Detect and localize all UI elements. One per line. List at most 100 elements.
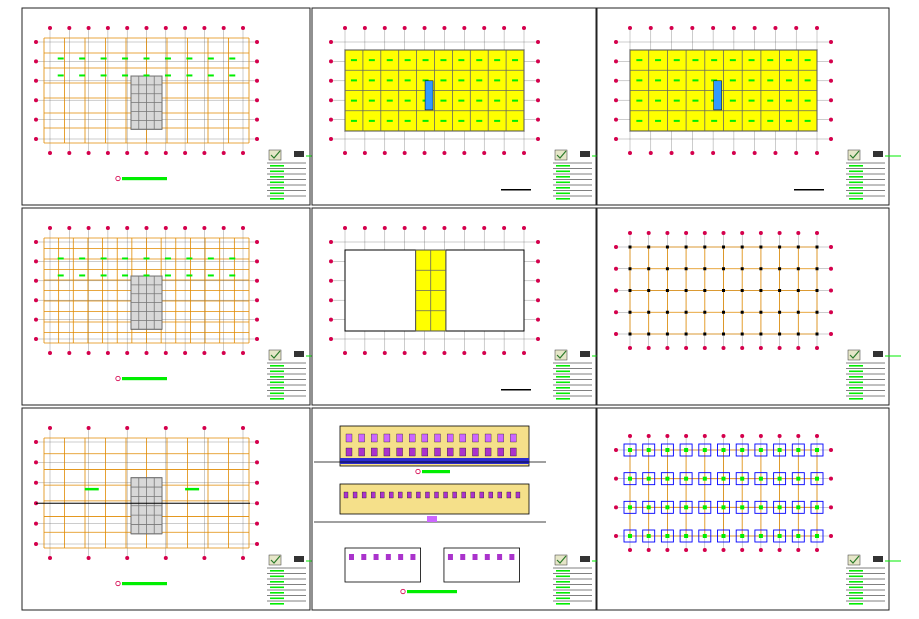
grid-bubble-icon <box>711 26 716 30</box>
grid-bubble-icon <box>255 298 259 303</box>
grid-bubble-icon <box>815 231 819 235</box>
footing-outline <box>642 529 656 543</box>
grid-bubble-icon <box>163 151 168 155</box>
column-pad <box>777 534 782 538</box>
facade-window <box>410 554 416 560</box>
footing-outline <box>660 472 674 486</box>
column-mark <box>740 310 744 314</box>
grid-bubble-icon <box>48 226 52 230</box>
facade-window <box>472 433 479 443</box>
facade-window <box>352 491 358 499</box>
footing-outline <box>623 443 637 457</box>
grid-bubble-icon <box>329 117 333 122</box>
grid-bubble-icon <box>255 480 259 485</box>
column-pad <box>665 505 670 510</box>
column-pad <box>758 505 763 510</box>
grid-bubble-icon <box>796 231 801 235</box>
room-label <box>404 79 411 82</box>
grid-bubble-icon <box>829 534 833 538</box>
sheet-frame <box>21 207 311 406</box>
grid-bubble-icon <box>221 151 226 155</box>
facade-window <box>361 554 367 560</box>
grid-bubble-icon <box>34 337 38 341</box>
room-label <box>143 257 150 260</box>
room-label <box>785 79 792 82</box>
facade-window <box>389 491 394 499</box>
grid-bubble-icon <box>402 351 407 355</box>
footing-outline <box>717 500 730 514</box>
grid-bubble-icon <box>343 226 347 230</box>
grid-bubble-icon <box>48 26 52 30</box>
grid-bubble-icon <box>665 346 670 350</box>
footing-outline <box>642 472 656 486</box>
grid-bubble-icon <box>462 226 467 230</box>
column-mark <box>703 310 707 314</box>
grid-bubble-icon <box>829 266 833 271</box>
room-label <box>164 57 171 60</box>
room-label <box>476 119 483 122</box>
facade-window <box>358 447 365 457</box>
grid-bubble-icon <box>34 259 38 264</box>
facade-window <box>506 491 512 499</box>
column-mark <box>796 267 800 271</box>
room-label <box>636 59 643 62</box>
column-mark <box>722 267 725 271</box>
room-label <box>692 119 699 122</box>
grid-bubble-icon <box>329 40 333 44</box>
grid-bubble-icon <box>614 476 618 481</box>
grid-bubble-icon <box>690 151 695 155</box>
grid-bubble-icon <box>34 542 38 546</box>
ground-strip <box>340 458 529 464</box>
facade-window <box>383 433 391 443</box>
column-mark <box>740 267 744 271</box>
grid-bubble-icon <box>628 151 632 155</box>
column-pad <box>702 476 707 481</box>
grid-bubble-icon <box>221 351 226 355</box>
grid-bubble-icon <box>105 226 110 230</box>
checkmark-logo-icon <box>556 350 567 359</box>
column-pad <box>702 448 707 452</box>
grid-bubble-icon <box>502 26 507 30</box>
grid-bubble-icon <box>48 426 52 430</box>
grid-bubble-icon <box>34 240 38 244</box>
grid-bubble-icon <box>144 351 149 355</box>
grid-bubble-icon <box>794 26 799 30</box>
title-block-text <box>556 575 570 578</box>
facade-window <box>459 433 466 443</box>
grid-bubble-icon <box>482 226 487 230</box>
title-block-text <box>270 376 284 378</box>
column-pad <box>684 505 689 510</box>
grid-bubble-icon <box>362 26 367 30</box>
grid-bubble-icon <box>255 40 259 44</box>
title-block-text <box>270 387 284 389</box>
grid-bubble-icon <box>536 59 540 64</box>
title-block-text <box>556 376 570 378</box>
room-label <box>122 74 129 77</box>
column-pad <box>796 476 801 481</box>
grid-bubble-icon <box>163 351 168 355</box>
title-marker-icon <box>415 468 421 475</box>
grid-bubble-icon <box>614 78 618 83</box>
title-block-text <box>270 181 284 184</box>
room-label <box>692 99 699 102</box>
grid-bubble-icon <box>343 26 347 30</box>
grid-bubble-icon <box>34 278 38 283</box>
room-label <box>804 79 811 82</box>
room-label <box>673 79 680 82</box>
facade-window <box>421 433 429 443</box>
room-label <box>711 59 718 62</box>
grid-bubble-icon <box>329 78 333 83</box>
room-label <box>350 59 357 62</box>
footing-outline <box>623 472 637 486</box>
grid-bubble-icon <box>34 298 38 303</box>
grid-bubble-icon <box>536 40 540 44</box>
grid-bubble-icon <box>86 226 91 230</box>
title-block-text <box>849 376 863 378</box>
grid-bubble-icon <box>255 521 259 526</box>
facade-window <box>434 433 441 443</box>
grid-bubble-icon <box>815 346 819 350</box>
entrance-mark <box>427 516 437 522</box>
stair-core <box>424 80 434 111</box>
grid-bubble-icon <box>702 346 707 350</box>
grid-bubble-icon <box>462 351 467 355</box>
